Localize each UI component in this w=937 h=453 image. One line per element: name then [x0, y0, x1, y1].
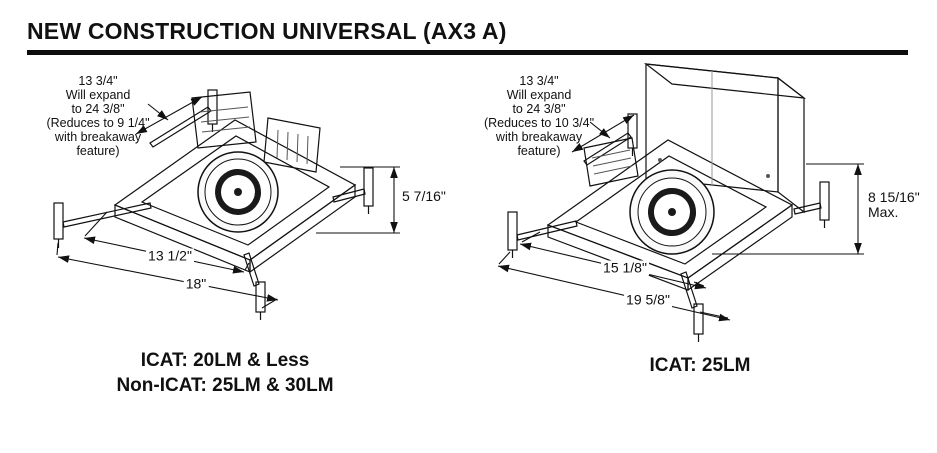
right-height-dimension-label: 8 15/16" Max.	[866, 189, 922, 220]
left-junction-box	[263, 117, 321, 173]
left-inner-width-label: 13 1/2"	[146, 247, 194, 264]
left-height-dimension-label: 5 7/16"	[400, 188, 448, 204]
right-expand-note: 13 3/4" Will expand to 24 3/8" (Reduces …	[483, 74, 595, 158]
right-plaster-frame	[546, 139, 794, 292]
title-underline	[27, 50, 908, 55]
right-hanger-bars	[516, 132, 822, 309]
right-icat-housing	[643, 63, 807, 214]
left-outer-width-label: 18"	[183, 275, 209, 292]
right-width-dimensions	[497, 231, 731, 322]
left-expand-note: 13 3/4" Will expand to 24 3/8" (Reduces …	[46, 74, 150, 158]
left-height-dimension	[316, 166, 400, 234]
left-caption: ICAT: 20LM & Less Non-ICAT: 25LM & 30LM	[116, 350, 334, 396]
left-aperture	[197, 151, 279, 233]
right-height-dimension	[712, 163, 864, 255]
page-title: NEW CONSTRUCTION UNIVERSAL (AX3 A)	[27, 18, 507, 44]
right-inner-width-label: 15 1/8"	[601, 259, 649, 276]
right-outer-width-label: 19 5/8"	[624, 291, 672, 308]
right-caption: ICAT: 25LM	[649, 355, 751, 376]
right-aperture	[629, 169, 715, 255]
left-driver-box	[191, 91, 257, 149]
